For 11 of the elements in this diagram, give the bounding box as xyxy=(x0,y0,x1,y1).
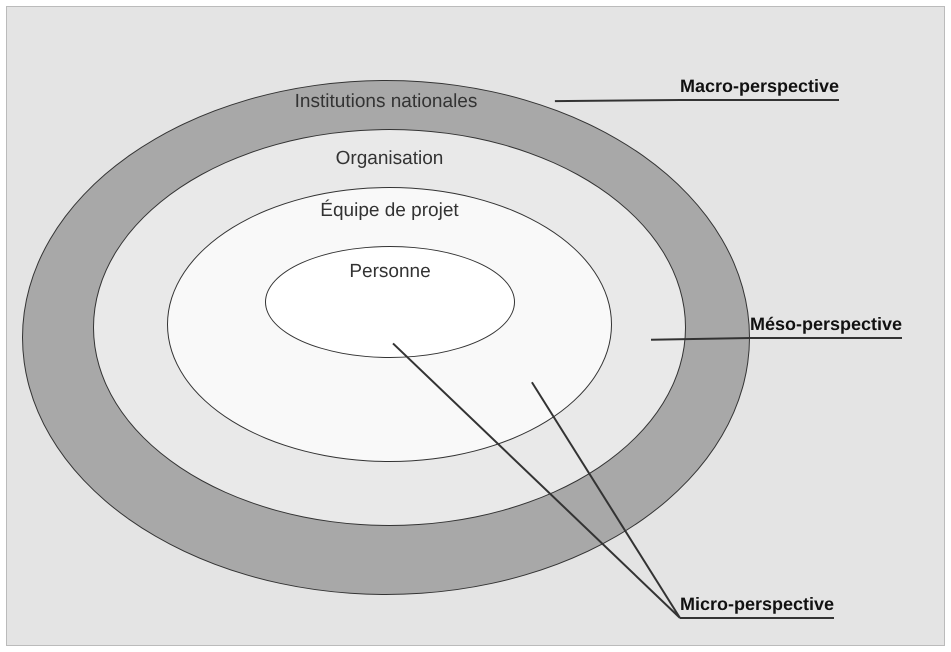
ellipse-label: Équipe de projet xyxy=(320,200,459,222)
perspective-label: Méso-perspective xyxy=(750,314,902,339)
leader-line xyxy=(651,337,750,341)
leader-line xyxy=(554,99,680,102)
leader-line xyxy=(392,342,681,619)
perspective-label: Macro-perspective xyxy=(680,76,840,101)
leader-line xyxy=(531,382,681,619)
ellipse-label: Organisation xyxy=(336,148,444,170)
ellipse-label: Institutions nationales xyxy=(294,91,478,113)
perspective-label: Micro-perspective xyxy=(680,594,834,619)
ellipse-label: Personne xyxy=(349,261,431,283)
